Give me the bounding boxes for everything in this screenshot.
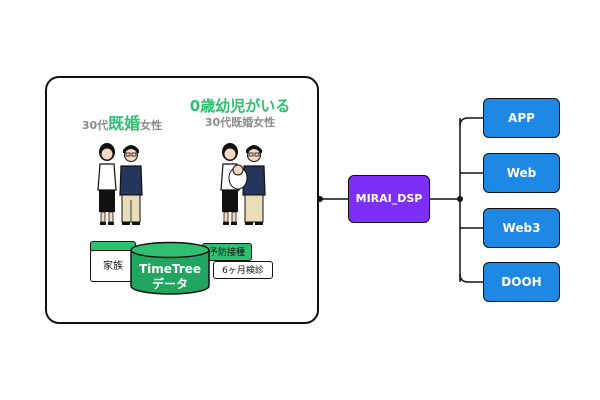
mirai-dsp-node: MIRAI_DSP <box>348 175 430 223</box>
channel-dooh-node: DOOH <box>483 262 560 302</box>
woman-figure-icon <box>97 143 117 225</box>
connector-dot-right <box>457 196 463 202</box>
segment-infant-subtitle: 30代既婚女性 <box>204 116 276 129</box>
segment-married-suffix: 女性 <box>140 119 163 132</box>
segment-married-highlight: 既婚 <box>108 114 141 133</box>
segment-infant-title: 0歳幼児がいる <box>189 97 291 115</box>
database-label-line1: TimeTree <box>138 262 201 276</box>
man-figure-icon <box>242 145 266 225</box>
checkup-tag: 6ヶ月検診 <box>213 261 273 279</box>
segment-married-title: 30代既婚女性 <box>62 115 182 133</box>
timetree-database-icon <box>130 241 210 295</box>
family-with-baby-illustration <box>220 143 266 225</box>
segment-married-prefix: 30代 <box>81 119 109 132</box>
database-label-line2: データ <box>151 277 188 291</box>
database-label: TimeTree データ <box>130 262 210 292</box>
baby-icon <box>228 164 248 190</box>
man-figure-icon <box>119 145 143 225</box>
channel-web3-node: Web3 <box>483 208 560 248</box>
couple-illustration <box>97 143 143 225</box>
channel-web-node: Web <box>483 153 560 193</box>
branch-dooh <box>459 273 483 283</box>
branch-app <box>459 117 483 127</box>
channel-app-node: APP <box>483 98 560 138</box>
